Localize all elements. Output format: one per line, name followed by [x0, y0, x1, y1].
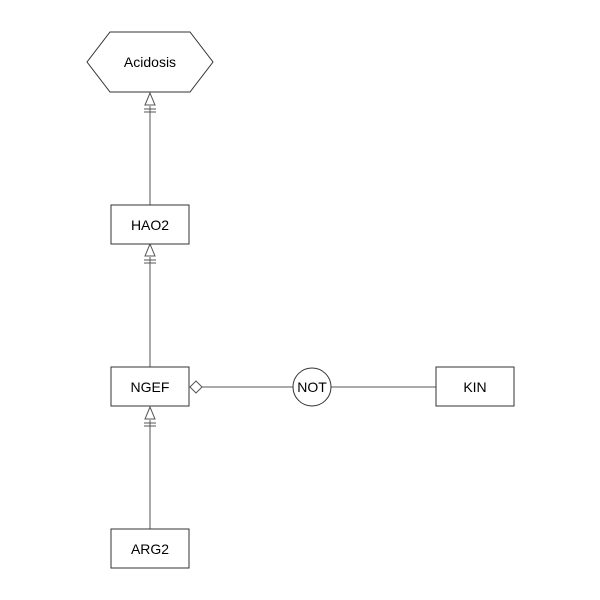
node-arg2[interactable]: ARG2 [110, 528, 190, 569]
edge-arg2-ngef-arrowhead [144, 405, 156, 420]
kin-label: KIN [463, 379, 486, 395]
not-gate-label: NOT [297, 379, 327, 395]
ngef-box [110, 366, 190, 407]
not-gate-circle [292, 367, 332, 407]
edges [144, 91, 436, 529]
arg2-box [110, 528, 190, 569]
node-acidosis[interactable]: Acidosis [86, 31, 214, 93]
node-kin[interactable]: KIN [435, 366, 515, 407]
edge-not-ngef-diamond [189, 380, 203, 394]
kin-box [435, 366, 515, 407]
node-hao2[interactable]: HAO2 [110, 204, 190, 245]
hao2-box [110, 204, 190, 245]
edge-ngef-hao2-arrowhead [144, 242, 156, 257]
acidosis-label: Acidosis [124, 54, 176, 70]
acidosis-hexagon [86, 31, 214, 93]
ngef-label: NGEF [131, 379, 170, 395]
hao2-label: HAO2 [131, 217, 169, 233]
arg2-label: ARG2 [131, 541, 169, 557]
node-ngef[interactable]: NGEF [110, 366, 190, 407]
node-not-gate[interactable]: NOT [292, 367, 332, 407]
edge-hao2-acidosis-arrowhead [144, 91, 156, 106]
